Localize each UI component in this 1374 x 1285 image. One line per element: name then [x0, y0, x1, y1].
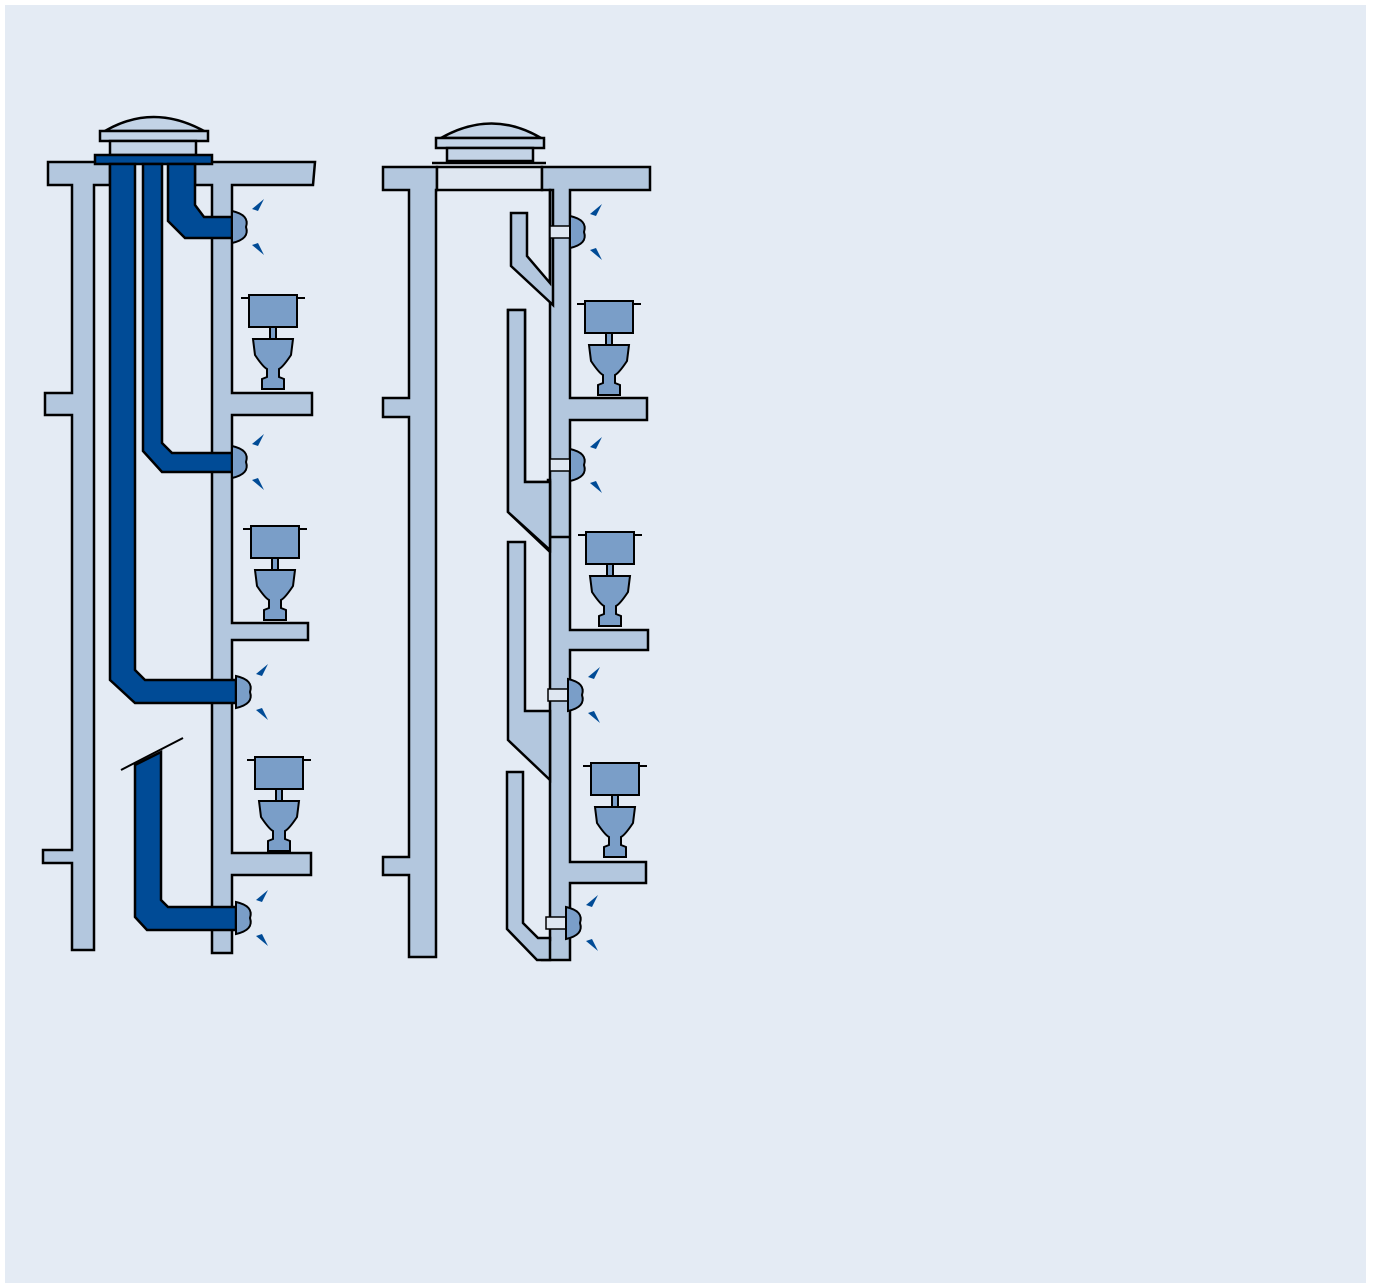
airflow-arrow-icon: [256, 890, 268, 902]
ceiling-vent-icon: [231, 209, 248, 245]
airflow-arrow-icon: [252, 434, 264, 446]
airflow-arrow-icon: [588, 711, 600, 723]
toilet-icon: [243, 525, 307, 621]
airflow-arrow-icon: [590, 437, 602, 449]
airflow-arrow-icon: [590, 248, 602, 260]
duct-inlet-cap: [120, 737, 184, 771]
airflow-arrow-icon: [256, 664, 268, 676]
airflow-arrow-icon: [252, 199, 264, 211]
ceiling-vent-icon: [565, 905, 582, 941]
individual-ducts-system: [41, 115, 317, 955]
toilet-icon: [583, 762, 647, 858]
shared-shaft-segment-2b: [506, 308, 552, 553]
ceiling-vent-icon: [231, 444, 248, 480]
airflow-arrow-icon: [590, 481, 602, 493]
airflow-arrow-icon: [588, 667, 600, 679]
background: [5, 5, 1366, 1283]
ceiling-vent-icon: [235, 900, 252, 936]
vent-connector: [549, 458, 571, 472]
toilet-icon: [241, 294, 305, 390]
ceiling-vent-icon: [569, 447, 586, 483]
toilet-icon: [577, 300, 641, 396]
vent-connector: [545, 916, 567, 930]
airflow-arrow-icon: [252, 243, 264, 255]
vent-connector: [547, 688, 569, 702]
airflow-arrow-icon: [590, 204, 602, 216]
exterior-wall-left: [41, 160, 112, 952]
airflow-arrow-icon: [256, 934, 268, 946]
diagram-canvas: [5, 5, 1366, 1283]
shared-shaft-segment-3: [506, 540, 552, 783]
ceiling-vent-icon: [235, 674, 252, 710]
floor-slab-wall-right: [193, 160, 317, 955]
airflow-arrow-icon: [252, 478, 264, 490]
airflow-arrow-icon: [256, 708, 268, 720]
ventilation-diagram: [5, 5, 1366, 1283]
vent-connector: [549, 225, 571, 239]
airflow-arrow-icon: [586, 895, 598, 907]
shared-shaft-segment-1: [509, 188, 555, 308]
ceiling-vent-icon: [569, 214, 586, 250]
shared-shaft-segment-4: [505, 770, 552, 962]
dome-vent-icon: [93, 115, 214, 166]
roof-opening: [435, 165, 544, 192]
shared-shaft-system: [381, 122, 652, 962]
toilet-icon: [578, 531, 642, 627]
airflow-arrow-icon: [586, 939, 598, 951]
dome-vent-icon-2: [432, 122, 546, 165]
ceiling-vent-icon: [567, 677, 584, 713]
toilet-icon: [247, 756, 311, 852]
